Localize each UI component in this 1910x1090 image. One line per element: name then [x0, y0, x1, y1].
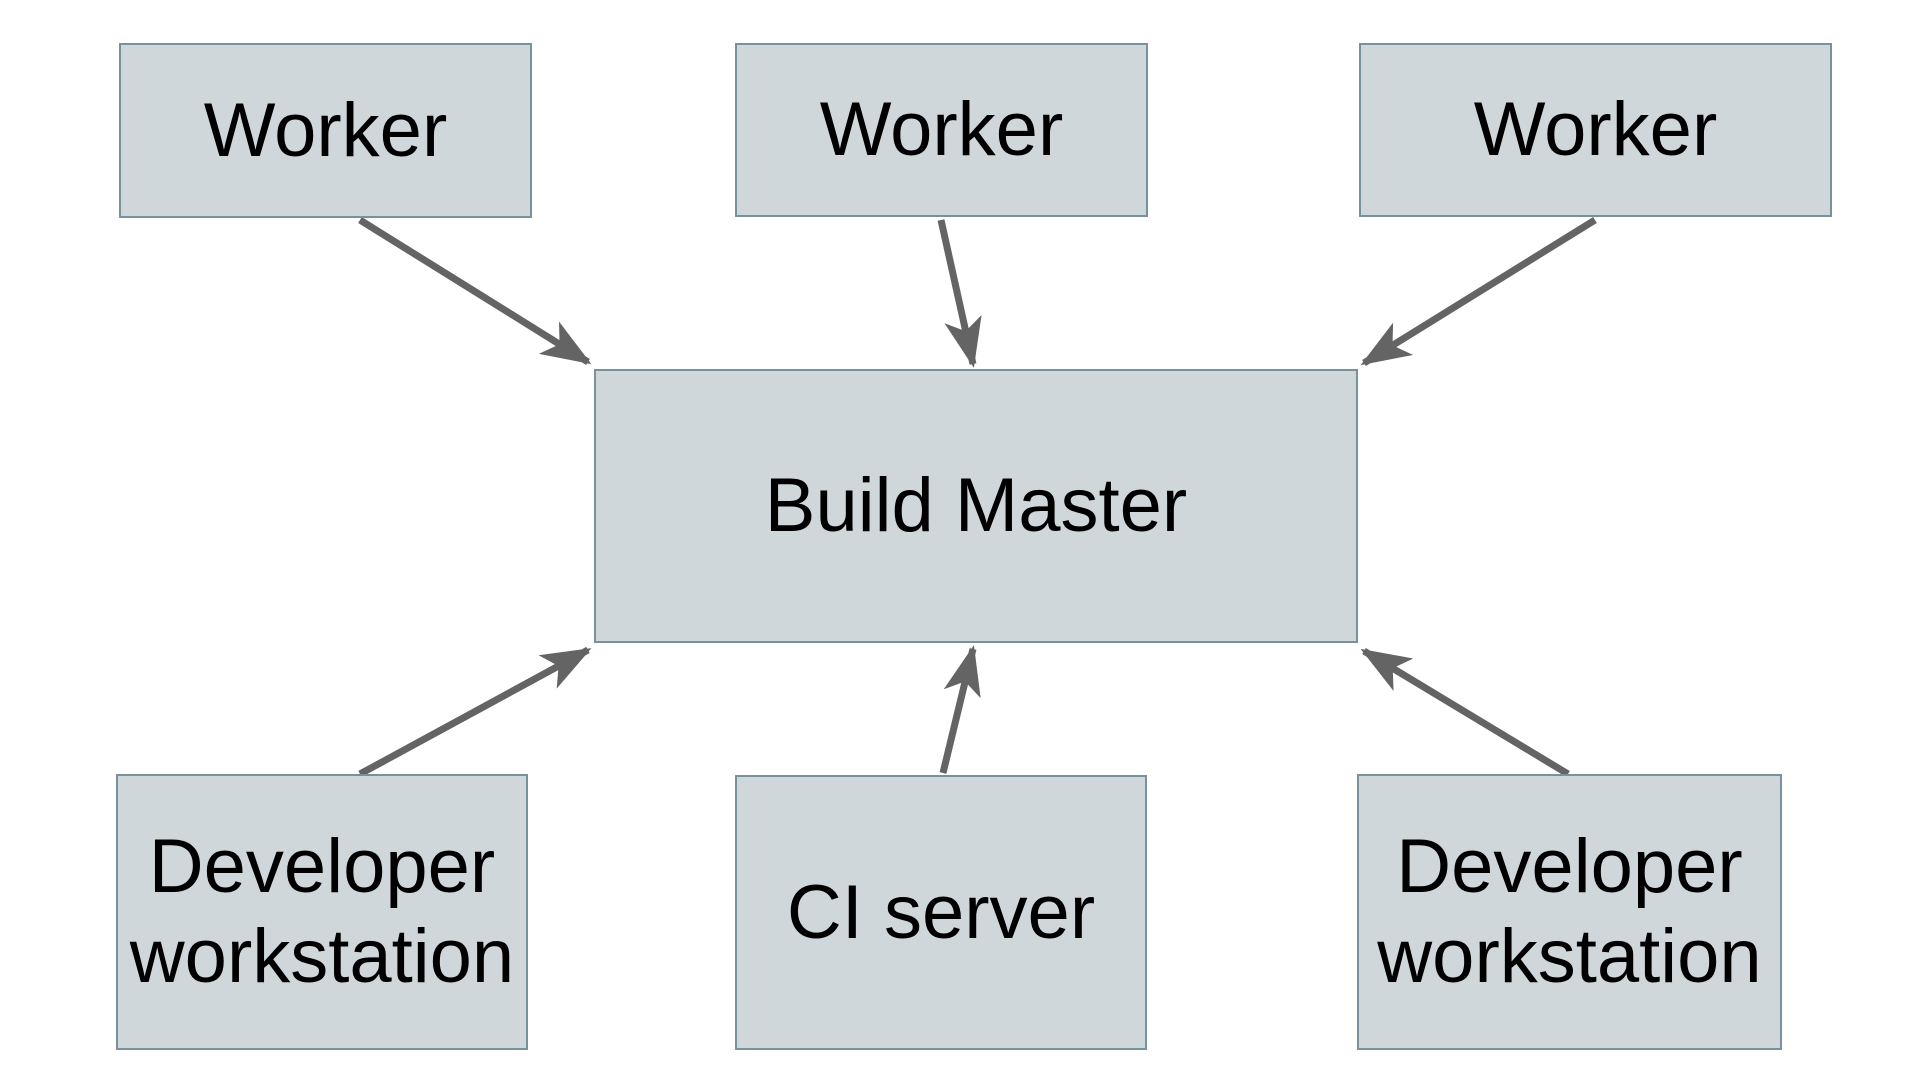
node-worker-3-label: Worker: [1473, 87, 1718, 173]
node-developer-workstation-left: Developer workstation: [116, 774, 528, 1050]
node-worker-1-label: Worker: [203, 87, 448, 173]
arrow-worker-1-to-build-master: [358, 217, 592, 365]
node-build-master-label: Build Master: [764, 463, 1188, 549]
node-ci-server: CI server: [735, 775, 1147, 1050]
node-worker-3: Worker: [1359, 43, 1832, 217]
node-developer-workstation-right-label: Developer workstation: [1377, 824, 1762, 999]
arrow-worker-2-to-build-master: [937, 219, 982, 368]
arrow-developer-workstation-left-to-build-master: [358, 646, 592, 778]
node-ci-server-label: CI server: [786, 869, 1096, 955]
node-developer-workstation-right: Developer workstation: [1357, 774, 1782, 1050]
arrow-ci-server-to-build-master: [939, 645, 981, 774]
node-worker-1: Worker: [119, 43, 532, 218]
node-worker-2: Worker: [735, 43, 1148, 217]
node-developer-workstation-left-label: Developer workstation: [129, 824, 515, 999]
node-worker-2-label: Worker: [819, 87, 1064, 173]
node-build-master: Build Master: [594, 369, 1358, 643]
arrow-developer-workstation-right-to-build-master: [1360, 648, 1570, 777]
arrow-worker-3-to-build-master: [1360, 217, 1597, 366]
